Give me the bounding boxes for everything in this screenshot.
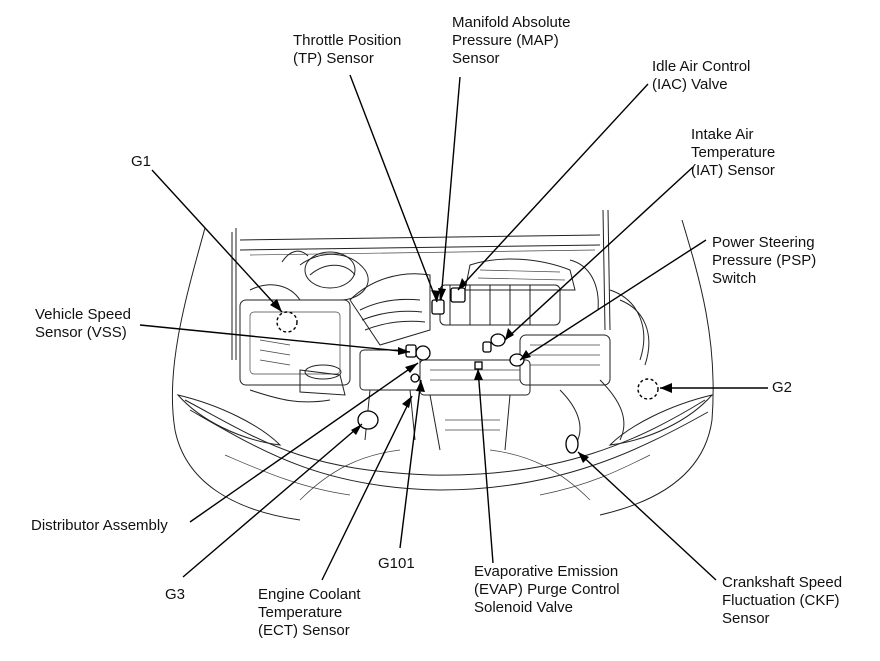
leader-lines xyxy=(139,74,768,581)
map-sensor-body xyxy=(450,287,466,303)
psp-switch-body xyxy=(509,353,525,367)
iat-sensor-body xyxy=(482,341,492,353)
iat-sensor-label: Intake Air Temperature (IAT) Sensor xyxy=(691,126,776,179)
iac-valve-body xyxy=(490,333,506,347)
vss-body xyxy=(415,345,431,361)
g101-label: G101 xyxy=(378,555,415,572)
tp-sensor-body xyxy=(431,299,445,315)
psp-switch-label: Power Steering Pressure (PSP) Switch xyxy=(712,234,817,287)
g101-point xyxy=(410,373,420,383)
sensor-components xyxy=(357,287,579,454)
ckf-sensor-label: Crankshaft Speed Fluctuation (CKF) Senso… xyxy=(722,574,843,627)
g2-label: G2 xyxy=(772,379,793,396)
arrowheads xyxy=(270,278,672,463)
g1-ground-circle xyxy=(276,311,298,333)
iac-valve-label: Idle Air Control (IAC) Valve xyxy=(652,58,751,93)
evap-valve-label: Evaporative Emission (EVAP) Purge Contro… xyxy=(474,563,620,616)
g2-ground-circle xyxy=(637,378,659,400)
g1-label: G1 xyxy=(131,153,152,170)
map-sensor-label: Manifold Absolute Pressure (MAP) Sensor xyxy=(452,14,571,67)
evap-valve-body xyxy=(474,361,483,370)
ect-sensor-label: Engine Coolant Temperature (ECT) Sensor xyxy=(258,586,361,639)
vehicle-body-outline xyxy=(171,209,714,521)
g3-label: G3 xyxy=(165,586,186,603)
engine-block xyxy=(239,250,650,451)
distributor-label: Distributor Assembly xyxy=(31,517,168,534)
ckf-sensor-body xyxy=(565,434,579,454)
vss-label: Vehicle Speed Sensor (VSS) xyxy=(35,306,131,341)
tp-sensor-label: Throttle Position (TP) Sensor xyxy=(293,32,402,67)
ect-sensor-body xyxy=(357,410,379,430)
